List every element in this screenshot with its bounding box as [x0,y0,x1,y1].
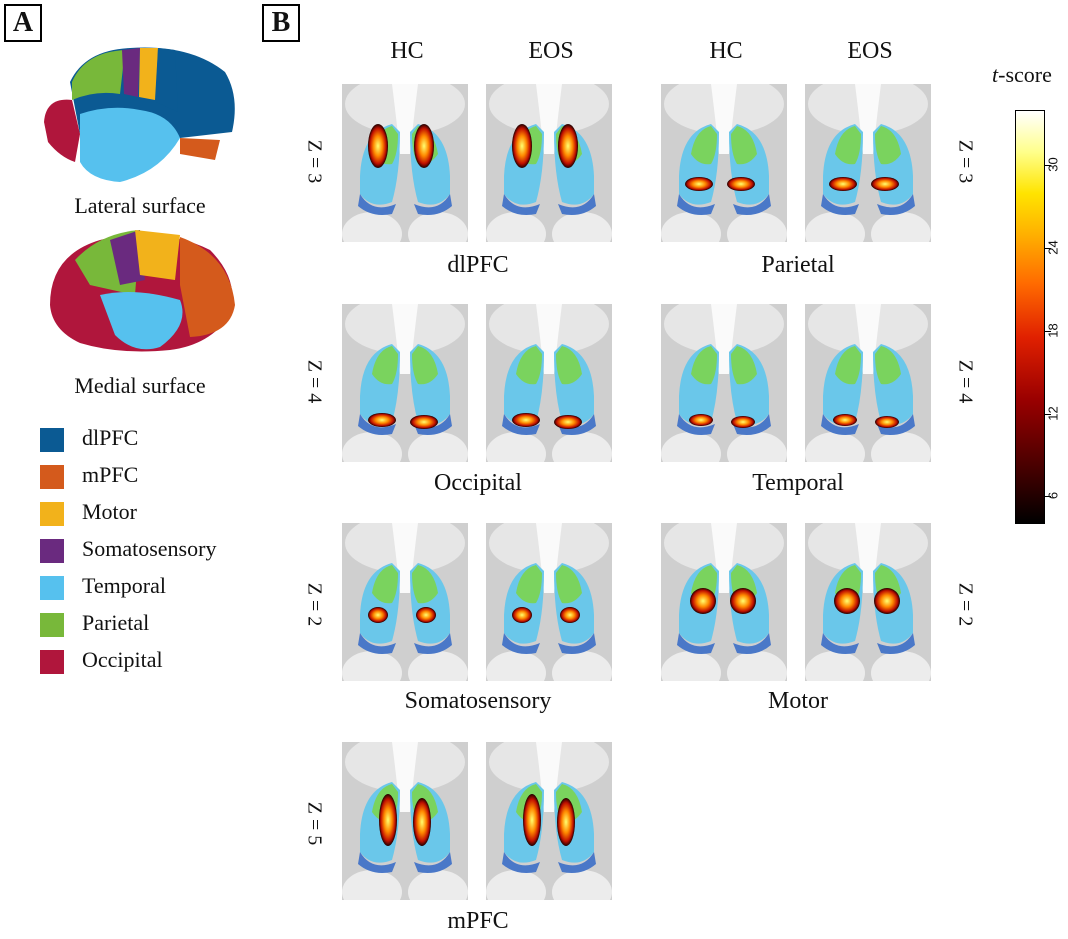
activation-blob [829,177,857,191]
activation-blob [368,124,388,168]
colorbar-tick-label: 6 [1045,492,1061,500]
region-title-occipital: Occipital [434,470,522,496]
activation-blob [368,607,388,623]
panel-a-label: A [4,4,42,42]
activation-blob [523,794,541,846]
region-title-parietal: Parietal [761,252,835,278]
colorbar-tick-mark [1045,496,1051,498]
activation-blob [685,177,713,191]
activation-blob [871,177,899,191]
activation-blob [416,607,436,623]
slice-image-temporal-hc [661,304,787,462]
legend-label: Somatosensory [82,536,217,561]
slice-image-occipital-eos [486,304,612,462]
legend-swatch [40,650,64,674]
slice-image-dlpfc-eos [486,84,612,242]
colorbar-title-rest: -score [998,62,1052,87]
activation-blob [874,588,900,614]
medial-brain-surface [50,230,235,352]
z-label-dlpfc: Z = 3 [303,139,326,184]
legend-label: Parietal [82,610,150,635]
activation-blob [413,798,431,846]
colorbar-tick-label: 24 [1045,240,1061,255]
slice-image-somatosensory-eos [486,523,612,681]
activation-blob [557,798,575,846]
column-header-hc: HC [709,38,743,64]
colorbar-tick-label: 12 [1045,405,1061,421]
slice-image-parietal-hc [661,84,787,242]
activation-blob [410,415,438,429]
slice-image-occipital-hc [342,304,468,462]
activation-blob [512,607,532,623]
activation-blob [560,607,580,623]
legend-swatch [40,576,64,600]
activation-blob [512,413,540,427]
colorbar-title: t-score [992,62,1052,88]
activation-blob [730,588,756,614]
slice-image-motor-hc [661,523,787,681]
legend-label: Temporal [82,573,166,598]
region-title-temporal: Temporal [752,470,844,496]
slice-image-dlpfc-hc [342,84,468,242]
medial-surface-caption: Medial surface [74,373,206,398]
activation-blob [834,588,860,614]
legend-label: mPFC [82,462,139,487]
z-label-temporal: Z = 4 [954,359,977,404]
activation-blob [554,415,582,429]
legend-label: Occipital [82,647,163,672]
activation-blob [689,414,713,426]
colorbar-tick-label: 30 [1045,157,1061,172]
activation-blob [833,414,857,426]
legend-swatch [40,428,64,452]
colorbar-tick-mark [1045,248,1051,249]
legend-swatch [40,613,64,637]
panel-b-label: B [262,4,300,42]
region-title-dlpfc: dlPFC [447,252,509,278]
slice-image-mpfc-eos [486,742,612,900]
activation-blob [558,124,578,168]
z-label-occipital: Z = 4 [303,359,326,404]
legend-swatch [40,465,64,489]
slice-image-motor-eos [805,523,931,681]
column-header-eos: EOS [528,38,574,64]
legend-swatch [40,502,64,526]
legend-label: Motor [82,499,137,524]
z-label-somatosensory: Z = 2 [303,582,326,627]
region-title-motor: Motor [768,688,828,714]
activation-blob [690,588,716,614]
legend-swatch [40,539,64,563]
colorbar-title-italic: t [992,62,999,87]
activation-blob [731,416,755,428]
z-label-motor: Z = 2 [954,582,977,627]
activation-blob [875,416,899,428]
slice-image-temporal-eos [805,304,931,462]
z-label-parietal: Z = 3 [954,139,977,184]
colorbar-tick-mark [1045,413,1051,415]
colorbar-tick-label: 18 [1045,323,1061,338]
legend-label: dlPFC [82,425,139,450]
slice-image-somatosensory-hc [342,523,468,681]
colorbar-tick-mark [1045,330,1051,332]
region-title-somatosensory: Somatosensory [404,688,552,714]
activation-blob [512,124,532,168]
activation-blob [414,124,434,168]
slice-image-parietal-eos [805,84,931,242]
z-label-mpfc: Z = 5 [303,801,326,846]
activation-blob [379,794,397,846]
lateral-brain-surface [44,47,235,182]
activation-blob [368,413,396,427]
column-header-eos: EOS [847,38,893,64]
colorbar-tick-mark [1045,165,1051,167]
lateral-surface-caption: Lateral surface [74,193,206,218]
colorbar [1015,110,1045,524]
column-header-hc: HC [390,38,424,64]
region-title-mpfc: mPFC [447,908,509,934]
activation-blob [727,177,755,191]
slice-image-mpfc-hc [342,742,468,900]
